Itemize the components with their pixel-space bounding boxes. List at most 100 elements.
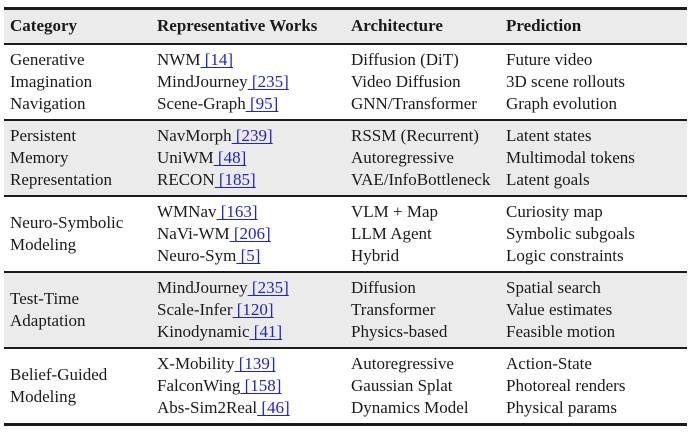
work-name: X-Mobility [157, 354, 235, 373]
work-name: UniWM [157, 148, 214, 167]
taxonomy-table: Category Representative Works Architectu… [4, 7, 687, 426]
work-item: NavMorph [239] [157, 125, 351, 147]
work-item: Kinodynamic [41] [157, 321, 351, 343]
work-item: Scale-Infer [120] [157, 299, 351, 321]
category-line: Representation [10, 170, 112, 189]
architecture-line: GNN/Transformer [351, 94, 477, 113]
category-line: Belief-Guided [10, 365, 108, 384]
work-item: MindJourney [235] [157, 277, 351, 299]
work-name: Scale-Infer [157, 300, 233, 319]
work-item: NWM [14] [157, 49, 351, 71]
header-architecture: Architecture [351, 16, 443, 35]
table-row: Test-Time Adaptation MindJourney [235] S… [4, 273, 687, 349]
category-line: Test-Time [10, 289, 80, 308]
header-representative-works: Representative Works [157, 16, 318, 35]
architecture-line: VLM + Map [351, 202, 439, 221]
work-item: Neuro-Sym [5] [157, 245, 351, 267]
work-item: WMNav [163] [157, 201, 351, 223]
prediction-line: Value estimates [506, 300, 613, 319]
architecture-line: LLM Agent [351, 224, 432, 243]
header-category: Category [10, 16, 78, 35]
prediction-line: Future video [506, 50, 593, 69]
work-name: Kinodynamic [157, 322, 250, 341]
citation-link[interactable]: [185] [214, 170, 256, 189]
category-line: Modeling [10, 387, 77, 406]
category-cell: Belief-Guided Modeling [10, 353, 157, 419]
category-cell: Persistent Memory Representation [10, 125, 157, 191]
work-name: NaVi-WM [157, 224, 230, 243]
architecture-cell: Diffusion Transformer Physics-based [351, 277, 506, 343]
work-item: MindJourney [235] [157, 71, 351, 93]
work-name: MindJourney [157, 278, 248, 297]
works-cell: WMNav [163] NaVi-WM [206] Neuro-Sym [5] [157, 201, 351, 267]
category-line: Neuro-Symbolic [10, 213, 124, 232]
prediction-line: Latent goals [506, 170, 590, 189]
prediction-line: Physical params [506, 398, 617, 417]
citation-link[interactable]: [139] [234, 354, 276, 373]
architecture-cell: Diffusion (DiT) Video Diffusion GNN/Tran… [351, 49, 506, 115]
architecture-line: VAE/InfoBottleneck [351, 170, 491, 189]
work-item: UniWM [48] [157, 147, 351, 169]
category-line: Generative [10, 50, 85, 69]
prediction-cell: Future video 3D scene rollouts Graph evo… [506, 49, 687, 115]
category-cell: Test-Time Adaptation [10, 277, 157, 343]
citation-link[interactable]: [14] [200, 50, 234, 69]
citation-link[interactable]: [95] [245, 94, 279, 113]
architecture-line: Autoregressive [351, 148, 454, 167]
work-name: Abs-Sim2Real [157, 398, 258, 417]
architecture-line: Diffusion [351, 278, 416, 297]
citation-link[interactable]: [48] [213, 148, 247, 167]
architecture-line: Video Diffusion [351, 72, 461, 91]
prediction-line: Curiosity map [506, 202, 603, 221]
category-cell: Generative Imagination Navigation [10, 49, 157, 115]
table-row: Neuro-Symbolic Modeling WMNav [163] NaVi… [4, 197, 687, 273]
table-row: Generative Imagination Navigation NWM [1… [4, 45, 687, 121]
work-name: WMNav [157, 202, 217, 221]
citation-link[interactable]: [235] [247, 278, 289, 297]
prediction-cell: Spatial search Value estimates Feasible … [506, 277, 687, 343]
citation-link[interactable]: [239] [231, 126, 273, 145]
works-cell: X-Mobility [139] FalconWing [158] Abs-Si… [157, 353, 351, 419]
prediction-cell: Action-State Photoreal renders Physical … [506, 353, 687, 419]
citation-link[interactable]: [235] [247, 72, 289, 91]
architecture-line: RSSM (Recurrent) [351, 126, 479, 145]
category-line: Adaptation [10, 311, 86, 330]
category-line: Memory [10, 148, 69, 167]
work-item: X-Mobility [139] [157, 353, 351, 375]
citation-link[interactable]: [163] [216, 202, 258, 221]
citation-link[interactable]: [206] [229, 224, 271, 243]
work-item: RECON [185] [157, 169, 351, 191]
work-item: Abs-Sim2Real [46] [157, 397, 351, 419]
work-name: NavMorph [157, 126, 232, 145]
architecture-line: Diffusion (DiT) [351, 50, 459, 69]
table-row: Belief-Guided Modeling X-Mobility [139] … [4, 349, 687, 426]
citation-link[interactable]: [46] [257, 398, 290, 417]
work-name: FalconWing [157, 376, 241, 395]
citation-link[interactable]: [5] [236, 246, 261, 265]
prediction-line: 3D scene rollouts [506, 72, 625, 91]
citation-link[interactable]: [41] [249, 322, 283, 341]
works-cell: NavMorph [239] UniWM [48] RECON [185] [157, 125, 351, 191]
prediction-line: Logic constraints [506, 246, 624, 265]
prediction-cell: Curiosity map Symbolic subgoals Logic co… [506, 201, 687, 267]
citation-link[interactable]: [158] [240, 376, 282, 395]
work-item: Scene-Graph [95] [157, 93, 351, 115]
work-name: Scene-Graph [157, 94, 246, 113]
architecture-line: Autoregressive [351, 354, 454, 373]
work-name: RECON [157, 170, 215, 189]
header-prediction: Prediction [506, 16, 582, 35]
work-name: MindJourney [157, 72, 248, 91]
prediction-line: Symbolic subgoals [506, 224, 635, 243]
architecture-cell: RSSM (Recurrent) Autoregressive VAE/Info… [351, 125, 506, 191]
category-line: Persistent [10, 126, 77, 145]
architecture-cell: Autoregressive Gaussian Splat Dynamics M… [351, 353, 506, 419]
category-line: Modeling [10, 235, 77, 254]
prediction-line: Action-State [506, 354, 592, 373]
work-item: NaVi-WM [206] [157, 223, 351, 245]
prediction-line: Latent states [506, 126, 592, 145]
category-cell: Neuro-Symbolic Modeling [10, 201, 157, 267]
architecture-line: Transformer [351, 300, 436, 319]
architecture-cell: VLM + Map LLM Agent Hybrid [351, 201, 506, 267]
citation-link[interactable]: [120] [232, 300, 274, 319]
architecture-line: Hybrid [351, 246, 400, 265]
